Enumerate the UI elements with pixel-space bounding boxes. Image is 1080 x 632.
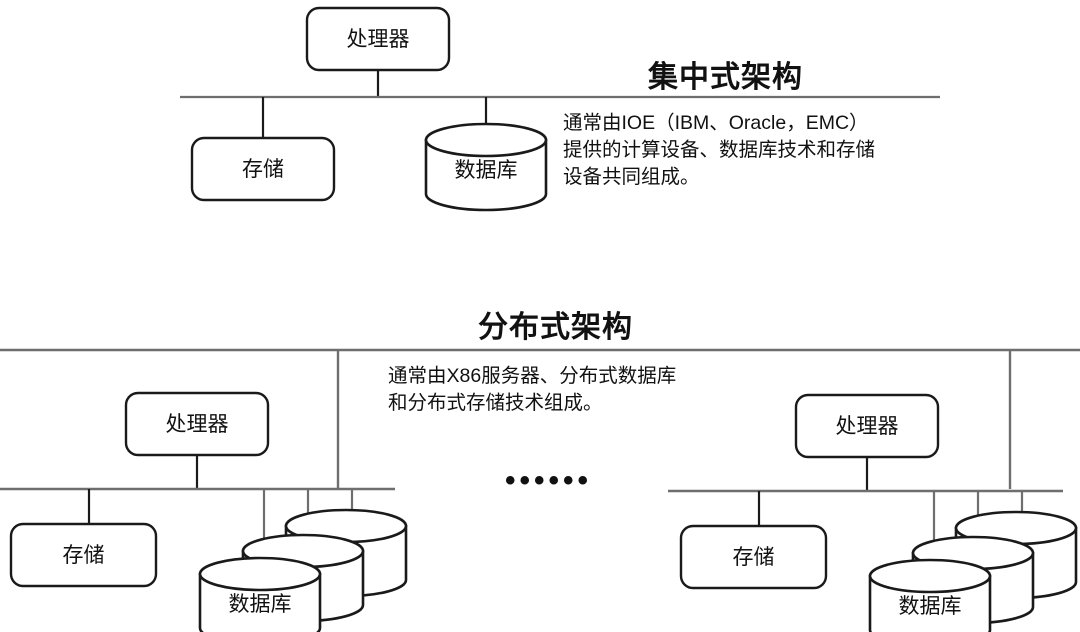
- distributed-diagram-group: [0, 348, 1080, 632]
- database-cylinder-right-front: [868, 558, 992, 632]
- storage-box-top: [190, 136, 336, 202]
- section-description-distributed: 通常由X86服务器、分布式数据库 和分布式存储技术组成。: [388, 365, 677, 414]
- processor-box-top: [305, 6, 451, 72]
- database-cylinder-top: [424, 122, 548, 212]
- storage-box-left: [9, 522, 158, 588]
- processor-box-left: [124, 391, 270, 457]
- section-description-centralized: 通常由IOE（IBM、Oracle，EMC） 提供的计算设备、数据库技术和存储 …: [563, 112, 876, 188]
- cluster-left-group: [0, 391, 408, 632]
- database-cylinder-left-front: [198, 556, 322, 632]
- processor-box-right: [794, 393, 940, 459]
- section-title-distributed: 分布式架构: [478, 311, 633, 344]
- section-title-centralized: 集中式架构: [648, 61, 803, 94]
- centralized-diagram-group: [180, 6, 940, 212]
- cluster-ellipsis: ••••••: [505, 464, 593, 497]
- storage-box-right: [679, 524, 828, 590]
- cluster-right-group: [668, 393, 1078, 632]
